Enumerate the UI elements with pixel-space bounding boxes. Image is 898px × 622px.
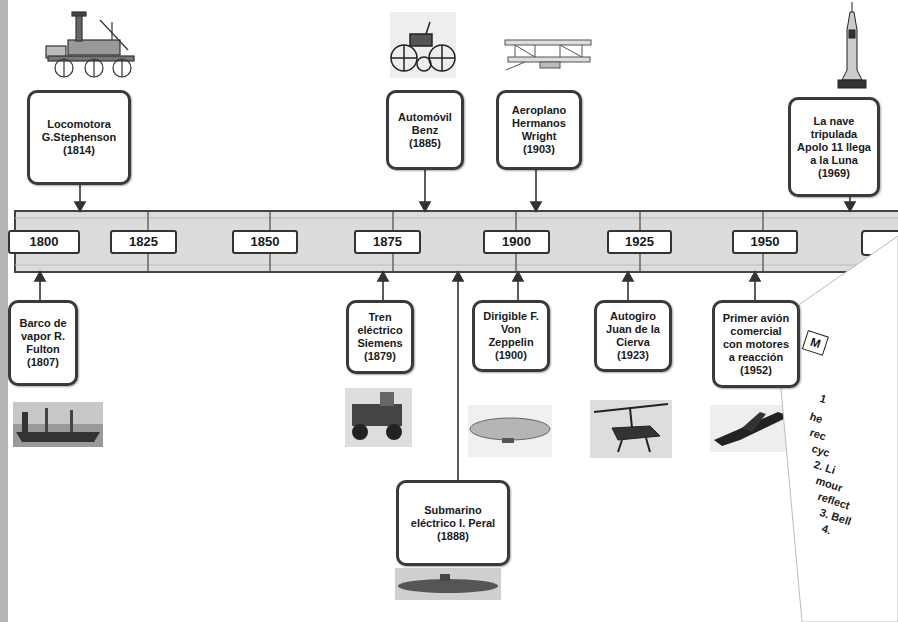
rocket-picture xyxy=(838,2,866,88)
year-label: 1925 xyxy=(625,234,654,250)
timeline-bar xyxy=(15,211,898,272)
biplane-picture xyxy=(505,40,591,70)
page-fragment-text: 2. Li xyxy=(812,458,837,477)
event-box: Barco de vapor R. Fulton (1807) xyxy=(8,300,78,386)
event-text: Dirigible F. Von Zeppelin (1900) xyxy=(481,310,541,362)
overlapping-page xyxy=(780,236,898,622)
event-text: Tren eléctrico Siemens (1879) xyxy=(355,311,405,363)
page-header-box: M xyxy=(802,330,829,356)
year-box: 1925 xyxy=(607,230,672,254)
year-box: 1875 xyxy=(354,230,421,254)
page-fragment-text: he xyxy=(808,410,824,426)
year-box: 1950 xyxy=(732,230,798,254)
event-text: Aeroplano Hermanos Wright (1903) xyxy=(505,104,573,156)
event-box: La nave tripulada Apolo 11 llega a la Lu… xyxy=(788,97,880,197)
year-label: 1950 xyxy=(751,234,780,250)
event-box: Locomotora G.Stephenson (1814) xyxy=(27,90,131,185)
event-text: La nave tripulada Apolo 11 llega a la Lu… xyxy=(797,115,871,180)
event-text: Autogiro Juan de la Cierva (1923) xyxy=(603,310,663,362)
year-label: 1825 xyxy=(129,234,158,250)
autogyro-picture xyxy=(590,400,672,458)
year-box: 1800 xyxy=(8,230,80,254)
event-box: Autogiro Juan de la Cierva (1923) xyxy=(594,300,672,372)
steamship-picture xyxy=(13,402,103,447)
event-box: Dirigible F. Von Zeppelin (1900) xyxy=(472,300,550,372)
event-box: Tren eléctrico Siemens (1879) xyxy=(346,300,414,374)
electric-train-picture xyxy=(345,388,412,447)
event-text: M xyxy=(808,335,822,351)
event-box: Aeroplano Hermanos Wright (1903) xyxy=(496,90,582,170)
year-label: 1850 xyxy=(251,234,280,250)
page-fragment-text: 4. xyxy=(820,522,833,537)
event-box: Automóvil Benz (1885) xyxy=(386,90,464,170)
event-text: Locomotora G.Stephenson (1814) xyxy=(36,118,122,157)
page-fragment-text: rec xyxy=(808,426,828,443)
year-label: 1800 xyxy=(30,234,59,250)
zeppelin-picture xyxy=(468,405,552,457)
year-label: 1900 xyxy=(502,234,531,250)
event-text: Primer avión comercial con motores a rea… xyxy=(721,312,791,377)
locomotive-picture xyxy=(46,12,134,77)
event-text: Barco de vapor R. Fulton (1807) xyxy=(17,317,69,369)
jet-picture xyxy=(710,405,790,452)
event-box: Submarino eléctrico I. Peral (1888) xyxy=(396,480,510,566)
year-box: 1825 xyxy=(110,230,177,254)
page-fragment-text: 1 xyxy=(818,392,828,406)
car-picture xyxy=(390,12,456,78)
event-box: Primer avión comercial con motores a rea… xyxy=(712,300,800,388)
side-strip xyxy=(0,0,8,622)
event-text: Submarino eléctrico I. Peral (1888) xyxy=(405,504,501,543)
year-box: 1850 xyxy=(232,230,298,254)
event-text: Automóvil Benz (1885) xyxy=(395,111,455,150)
page-fragment-text: cyc xyxy=(810,442,831,460)
year-box: 1900 xyxy=(483,230,550,254)
arrows xyxy=(35,170,855,480)
submarine-picture xyxy=(395,568,501,600)
year-label: 1875 xyxy=(373,234,402,250)
